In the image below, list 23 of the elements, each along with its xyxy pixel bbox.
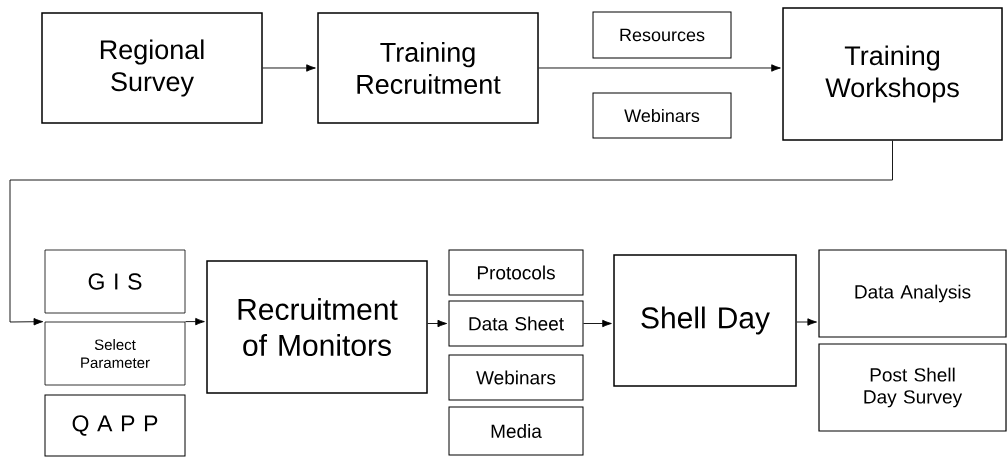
arrow [538, 64, 781, 72]
process-box: Protocols [448, 249, 584, 296]
arrow [583, 319, 612, 328]
process-box: G I S [44, 249, 186, 314]
process-box: Webinars [592, 92, 732, 139]
process-box: Training Workshops [782, 7, 1003, 141]
process-box: Recruitment of Monitors [206, 260, 428, 394]
process-box: Select Parameter [44, 321, 186, 386]
process-box: Post Shell Day Survey [818, 343, 1007, 432]
arrow [796, 318, 817, 326]
arrow [9, 140, 893, 326]
process-box: Data Analysis [818, 249, 1007, 338]
arrow [427, 319, 448, 328]
process-box: Training Recruitment [317, 12, 539, 124]
process-box: Webinars [448, 354, 584, 401]
process-box: Media [448, 406, 584, 456]
arrow [262, 64, 316, 72]
process-box: Regional Survey [41, 12, 263, 124]
process-box: Resources [592, 11, 732, 59]
process-box: Q A P P [44, 394, 186, 457]
process-box: Data Sheet [448, 300, 584, 347]
process-box: Shell Day [613, 254, 797, 387]
arrow [184, 317, 205, 326]
